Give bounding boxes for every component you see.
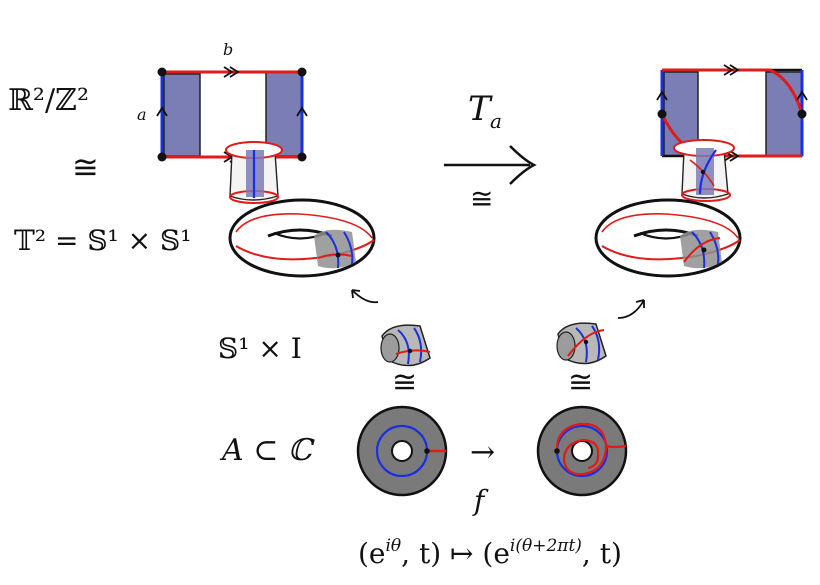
iso-cylinder-left: ≅ (392, 365, 417, 400)
twist-map-label: T (468, 89, 493, 129)
annulus-arrow: → (470, 435, 495, 470)
edge-a-label: a (137, 105, 147, 124)
right-rolled-tube (673, 139, 735, 202)
inclusion-arrow-left (351, 289, 379, 304)
left-square-strip-right (265, 71, 303, 157)
torus-product-label: 𝕋² = 𝕊¹ × 𝕊¹ (14, 224, 191, 257)
twist-map: T a ≅ (444, 89, 537, 215)
right-annulus (536, 405, 628, 497)
left-torus (228, 198, 376, 278)
left-annulus (356, 405, 448, 497)
formula: (eiθ, t) ↦ (ei(θ+2πt), t) (358, 536, 622, 570)
torus-quotient-label: ℝ²/ℤ² (8, 83, 89, 118)
inclusion-arrow-right (617, 299, 645, 319)
left-square: b a (137, 40, 308, 204)
edge-b-label: b (223, 40, 233, 59)
twist-iso-label: ≅ (470, 182, 493, 215)
annulus-label: A ⊂ ℂ (219, 433, 315, 468)
iso-cylinder-right: ≅ (568, 365, 593, 400)
iso-left-label: ≅ (72, 148, 99, 186)
cylinder-label: 𝕊¹ × I (218, 332, 302, 365)
right-square (656, 64, 808, 202)
twist-map-subscript: a (490, 109, 502, 133)
left-cylinder-piece (380, 324, 431, 367)
right-cylinder-piece (556, 322, 607, 365)
left-rolled-tube (225, 141, 283, 204)
right-torus (594, 198, 742, 278)
map-f-label: f (472, 484, 489, 517)
left-square-strip-left (163, 73, 201, 157)
